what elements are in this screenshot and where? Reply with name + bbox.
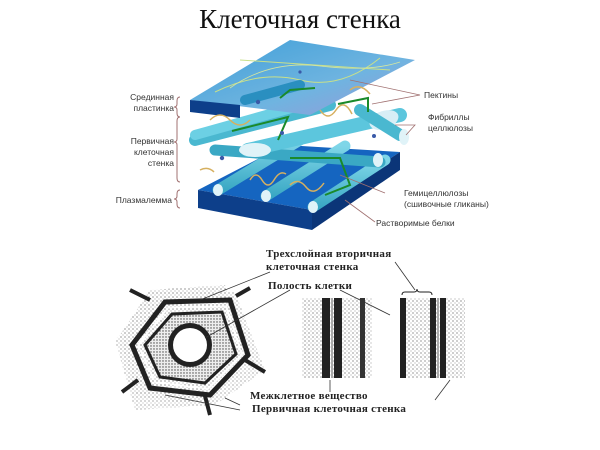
label-line: Трехслойная вторичная xyxy=(266,248,392,260)
label-line: пластинка xyxy=(133,103,174,113)
plant-cell-wall-3d xyxy=(173,40,421,230)
label-line: целлюлозы xyxy=(428,123,474,133)
label-line: Гемицеллюлозы xyxy=(404,188,469,198)
label-secondary-wall: Трехслойная вторичная клеточная стенка xyxy=(266,248,391,274)
label-intercellular: Межклетное вещество xyxy=(250,390,368,403)
wall-sections xyxy=(302,288,465,378)
soluble-proteins-dots xyxy=(219,70,376,161)
label-line: (сшивочные гликаны) xyxy=(404,199,489,209)
label-pectins: Пектины xyxy=(424,90,458,101)
label-line: Полость клетки xyxy=(268,280,353,292)
label-cellulose-fibrils: Фибриллы целлюлозы xyxy=(428,112,473,134)
label-line: Плазмалемма xyxy=(115,195,172,205)
left-brackets xyxy=(173,96,181,209)
label-cell-cavity: Полость клетки xyxy=(268,280,352,293)
cell-cross-section xyxy=(115,285,267,416)
label-line: Фибриллы xyxy=(428,112,470,122)
page-title: Клеточная стенка xyxy=(199,4,401,34)
label-primary-wall-bottom: Первичная клеточная стенка xyxy=(252,403,406,416)
label-primary-wall: Первичная клеточная стенка xyxy=(116,136,174,169)
label-line: Межклетное вещество xyxy=(250,390,368,402)
label-soluble-proteins: Растворимые белки xyxy=(376,218,455,229)
middle-lamella-plate xyxy=(190,40,415,118)
label-line: Срединная xyxy=(130,92,174,102)
label-line: стенка xyxy=(147,158,174,168)
bottom-leaders xyxy=(164,261,451,411)
label-line: Растворимые белки xyxy=(376,218,455,228)
label-hemicellulose: Гемицеллюлозы (сшивочные гликаны) xyxy=(404,188,489,210)
label-line: Первичная xyxy=(130,136,174,146)
label-middle-lamella: Срединная пластинка xyxy=(116,92,174,114)
right-leaders xyxy=(339,79,421,223)
label-line: Пектины xyxy=(424,90,459,100)
label-plasmalemma: Плазмалемма xyxy=(104,195,172,206)
label-line: клеточная xyxy=(133,147,174,157)
pectins xyxy=(199,86,371,192)
label-line: Первичная клеточная стенка xyxy=(252,403,407,415)
label-line: клеточная стенка xyxy=(266,261,359,273)
